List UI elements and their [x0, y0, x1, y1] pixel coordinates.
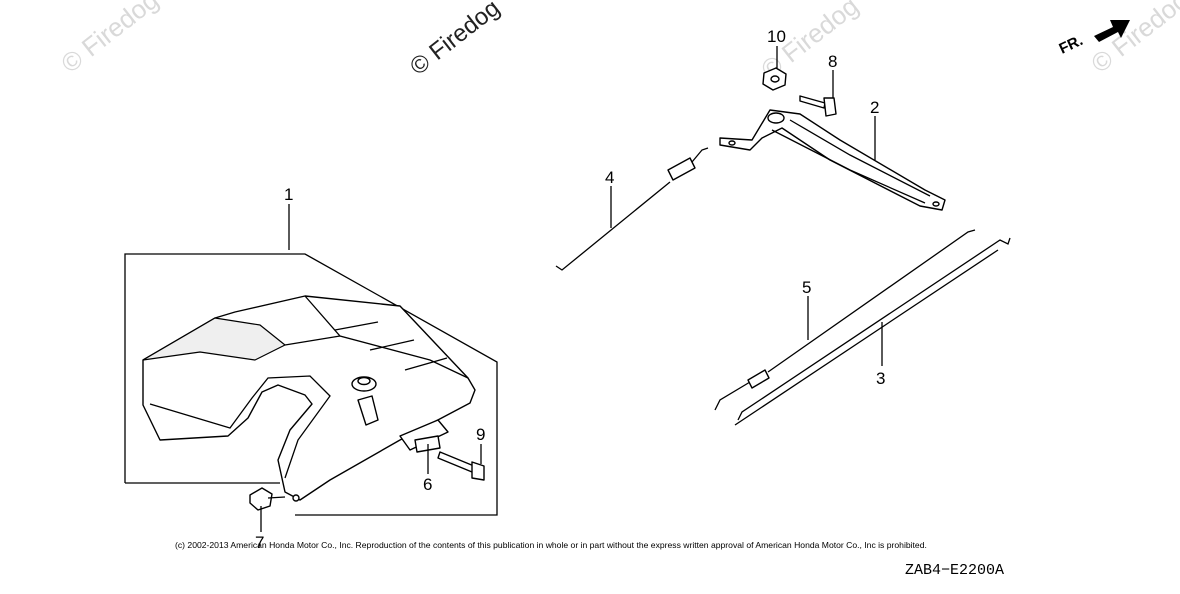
part-9-bolt	[437, 451, 485, 481]
callout-5: 5	[802, 278, 811, 297]
callout-2: 2	[870, 98, 879, 117]
diagram-code: ZAB4−E2200A	[905, 562, 1004, 579]
callout-9: 9	[476, 425, 485, 444]
part-3-rod	[734, 237, 1011, 426]
callout-6: 6	[423, 475, 432, 494]
watermark-1: © Firedog	[55, 0, 164, 79]
part-10-nut	[762, 67, 787, 91]
callout-1: 1	[284, 185, 293, 204]
callout-8: 8	[828, 52, 837, 71]
callouts: 1 2 3 4 5 6 7 8 9 10	[255, 27, 885, 552]
callout-7: 7	[255, 533, 264, 552]
part-4-spring-rod	[555, 147, 709, 271]
callout-4: 4	[605, 168, 614, 187]
part-1-cover	[124, 253, 498, 516]
front-arrow-icon	[1094, 20, 1130, 42]
part-7-flange-bolt	[249, 487, 300, 511]
copyright-notice: (c) 2002-2013 American Honda Motor Co., …	[175, 540, 927, 550]
callout-3: 3	[876, 369, 885, 388]
watermark-2: © Firedog	[405, 0, 505, 81]
part-2-bracket	[719, 109, 946, 211]
direction-label: FR.	[1057, 32, 1086, 58]
part-8-bolt	[799, 95, 837, 117]
leader-lines	[260, 46, 883, 532]
part-5-rod-with-spring	[714, 229, 976, 411]
callout-10: 10	[767, 27, 786, 46]
